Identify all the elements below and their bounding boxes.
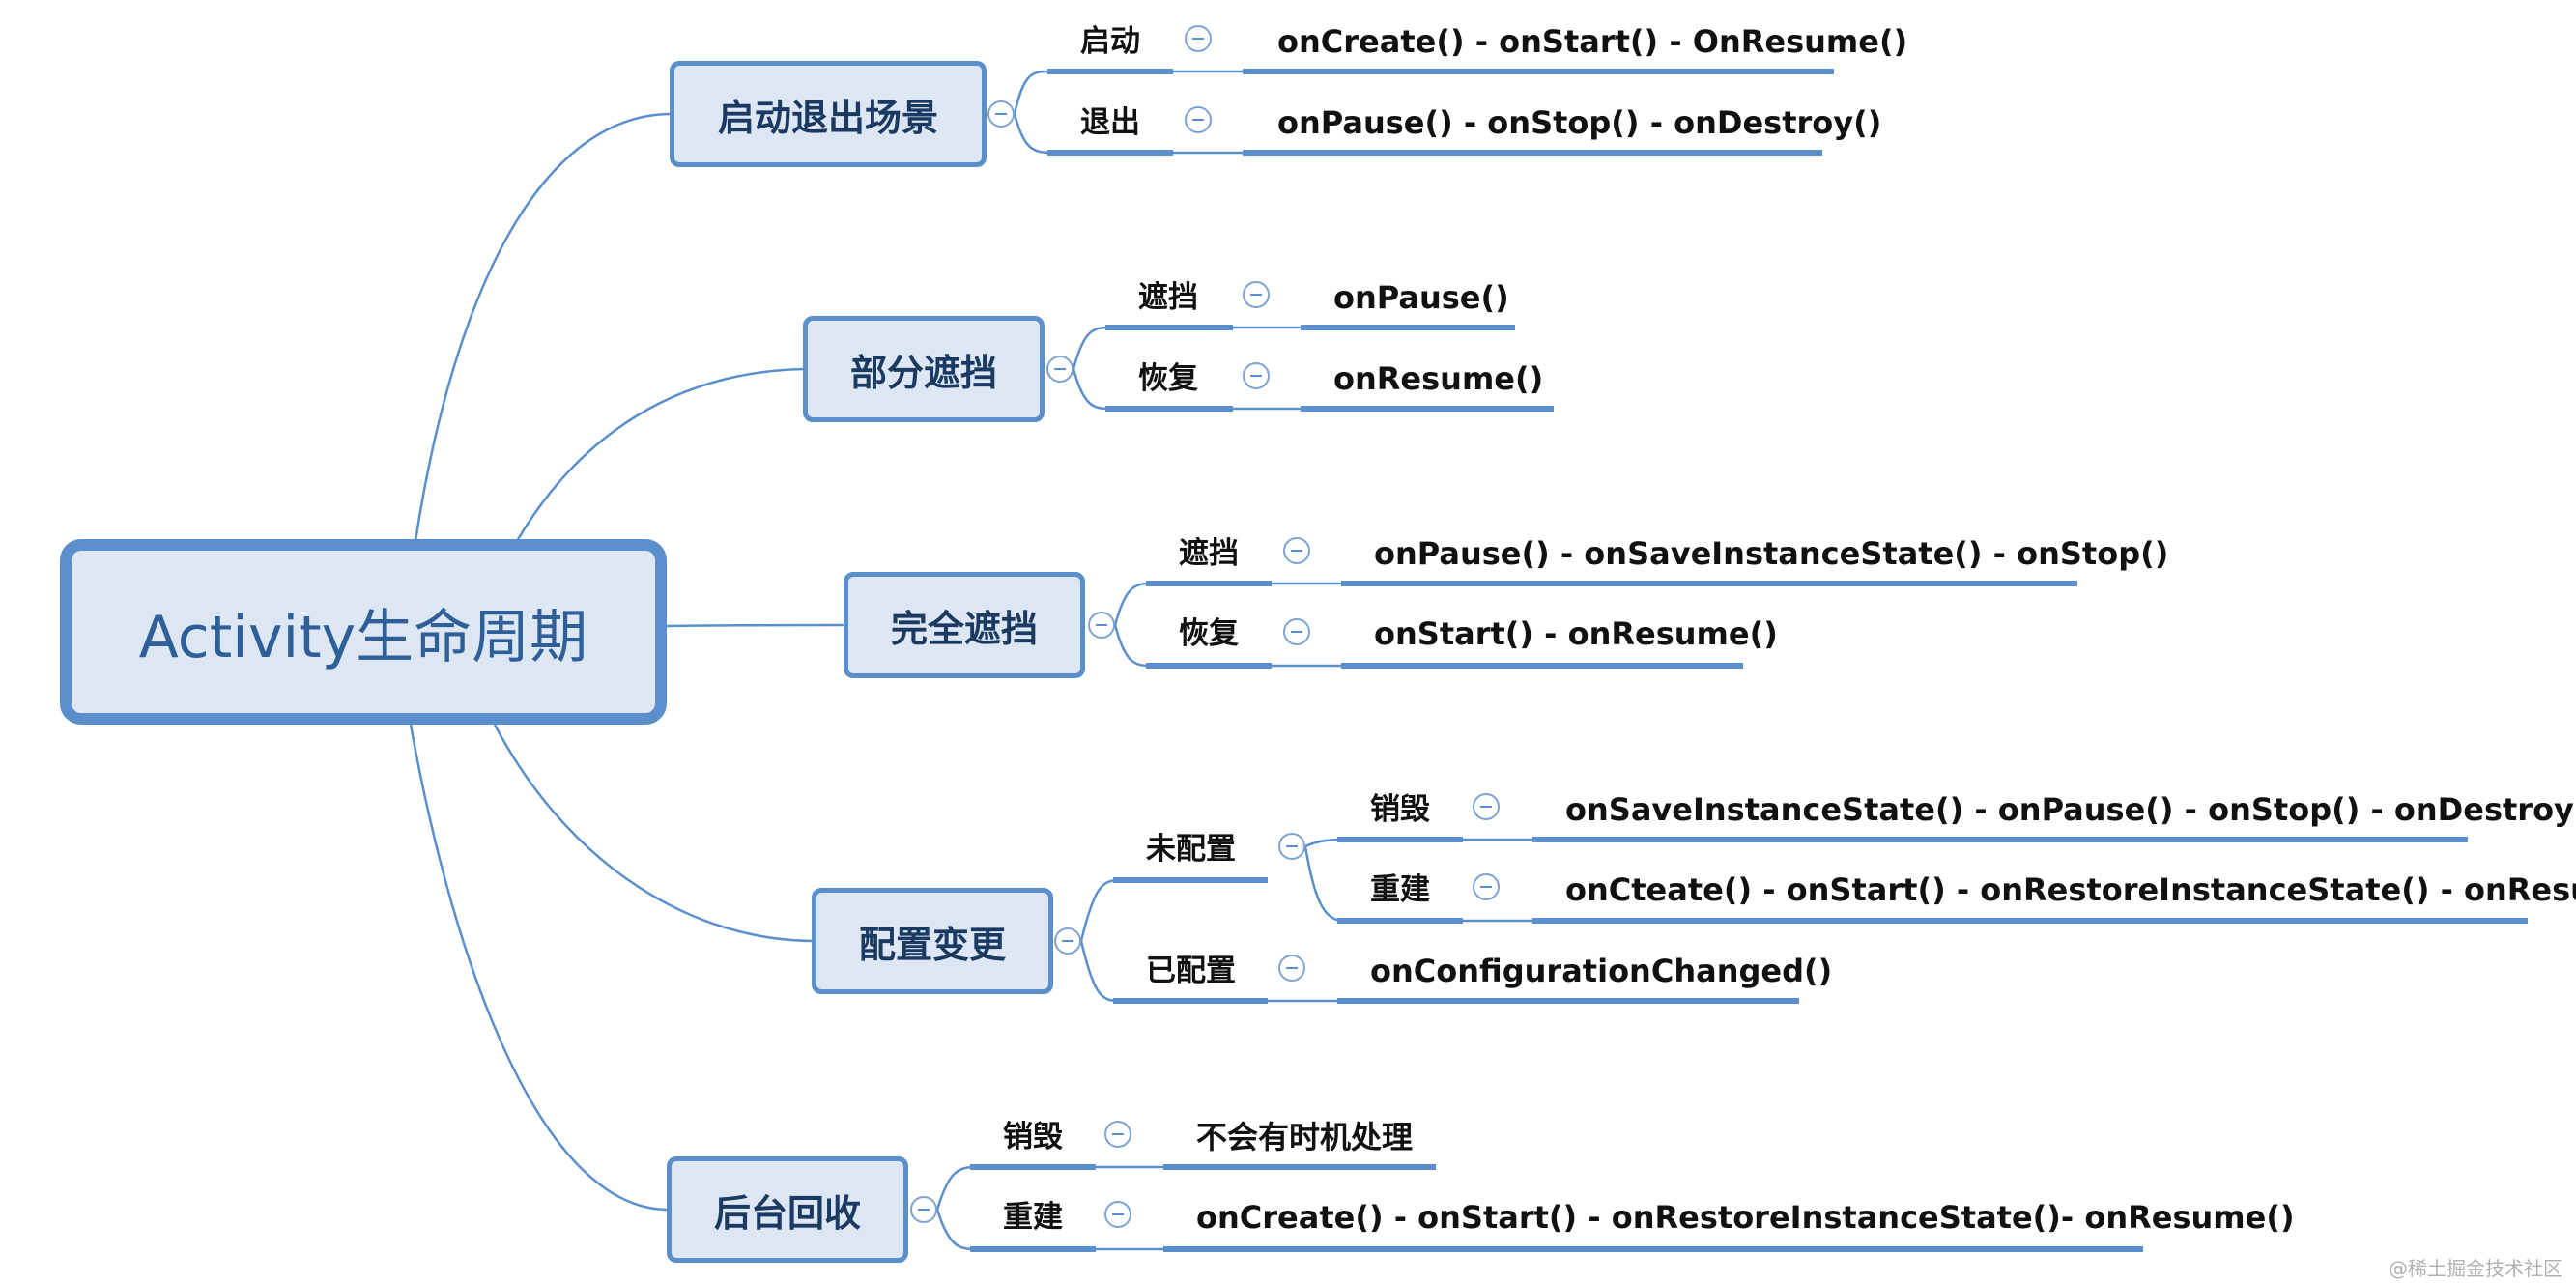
leaf-cover[interactable]: onPause() - onSaveInstanceState() - onSt… — [1374, 535, 2169, 572]
root-to-branch-4 — [493, 724, 813, 943]
leaf-underline — [1532, 918, 2528, 924]
topic-underline — [970, 1164, 1096, 1170]
leaf-underline — [1243, 69, 1834, 74]
leaf-rebuild[interactable]: onCreate() - onStart() - onRestoreInstan… — [1196, 1199, 2295, 1236]
root-to-branch-1 — [414, 112, 671, 542]
branch-3-to-topic-1 — [1113, 582, 1153, 626]
topic-underline — [1105, 406, 1233, 412]
leaf-cover[interactable]: onPause() — [1333, 279, 1509, 316]
leaf-underline — [1301, 325, 1515, 330]
leaf-underline — [1341, 663, 1743, 669]
leaf-underline — [1163, 1246, 2143, 1252]
branch-config-change[interactable]: 配置变更 — [812, 888, 1053, 994]
leaf-underline — [1532, 837, 2468, 842]
leaf-underline — [1301, 406, 1554, 412]
leaf-rebuild[interactable]: onCteate() - onStart() - onRestoreInstan… — [1565, 871, 2576, 908]
collapse-icon[interactable] — [1243, 281, 1270, 308]
collapse-icon[interactable] — [1278, 833, 1305, 860]
topic-rebuild[interactable]: 重建 — [1370, 872, 1430, 907]
branch-1-to-topic-2 — [1013, 113, 1054, 155]
branch-5-to-topic-1 — [935, 1165, 977, 1211]
collapse-icon[interactable] — [1088, 612, 1115, 639]
topic-rebuild[interactable]: 重建 — [1003, 1200, 1063, 1235]
collapse-icon[interactable] — [1473, 873, 1500, 900]
collapse-icon[interactable] — [1243, 362, 1270, 389]
branch-label: 完全遮挡 — [890, 607, 1038, 650]
topic-underline — [1146, 581, 1272, 586]
topic-underline — [1146, 663, 1272, 669]
topic-destroy[interactable]: 销毁 — [1370, 792, 1430, 827]
branch-3-to-topic-2 — [1113, 624, 1153, 668]
leaf-destroy[interactable]: onSaveInstanceState() - onPause() - onSt… — [1565, 791, 2576, 828]
branch-partial-cover[interactable]: 部分遮挡 — [803, 316, 1045, 422]
leaf-underline — [1243, 150, 1822, 156]
collapse-icon[interactable] — [987, 100, 1015, 128]
branch-4-to-topic-2 — [1079, 940, 1120, 1003]
topic-underline — [1337, 837, 1463, 842]
collapse-icon[interactable] — [1104, 1121, 1131, 1148]
branch-2-to-topic-1 — [1072, 326, 1112, 370]
leaf-restore[interactable]: onResume() — [1333, 360, 1544, 397]
leaf-underline — [1337, 998, 1799, 1004]
root-to-branch-2 — [515, 367, 804, 542]
leaf-underline — [1163, 1164, 1436, 1170]
root-node-label: Activity生命周期 — [138, 603, 588, 671]
topic-restore[interactable]: 恢复 — [1138, 361, 1198, 396]
collapse-icon[interactable] — [1046, 356, 1073, 383]
leaf-destroy[interactable]: 不会有时机处理 — [1196, 1119, 1414, 1155]
branch-label: 配置变更 — [858, 923, 1006, 966]
collapse-icon[interactable] — [1104, 1201, 1131, 1228]
topic-cover[interactable]: 遮挡 — [1138, 280, 1198, 315]
topic-underline — [1113, 877, 1268, 883]
topic-configured[interactable]: 已配置 — [1146, 954, 1236, 988]
branch-5-to-topic-2 — [935, 1209, 977, 1251]
leaf-exit[interactable]: onPause() - onStop() - onDestroy() — [1277, 104, 1882, 141]
topic-destroy[interactable]: 销毁 — [1003, 1120, 1063, 1155]
branch-1-to-topic-1 — [1013, 70, 1054, 115]
collapse-icon[interactable] — [1473, 793, 1500, 820]
root-node[interactable]: Activity生命周期 — [60, 539, 667, 725]
topic-underline — [1047, 150, 1173, 156]
branch-4-to-topic-1 — [1079, 878, 1120, 942]
topic-restore[interactable]: 恢复 — [1179, 616, 1239, 651]
leaf-restore[interactable]: onStart() - onResume() — [1374, 615, 1778, 652]
branch-full-cover[interactable]: 完全遮挡 — [844, 572, 1085, 678]
topic-underline — [1337, 918, 1463, 924]
root-to-branch-3 — [666, 623, 844, 628]
branch-background-recycle[interactable]: 后台回收 — [667, 1156, 908, 1263]
topic-underline — [1047, 69, 1173, 74]
topic-not-configured[interactable]: 未配置 — [1146, 832, 1236, 867]
collapse-icon[interactable] — [1283, 618, 1310, 645]
branch-2-to-topic-2 — [1072, 368, 1112, 411]
branch-startup-exit[interactable]: 启动退出场景 — [670, 61, 987, 167]
topic-underline — [970, 1246, 1096, 1252]
collapse-icon[interactable] — [1054, 927, 1081, 955]
topic-underline — [1113, 998, 1268, 1004]
root-to-branch-5 — [409, 724, 668, 1212]
topic-startup[interactable]: 启动 — [1080, 24, 1140, 59]
topic-underline — [1105, 325, 1233, 330]
topic-cover[interactable]: 遮挡 — [1179, 536, 1239, 571]
collapse-icon[interactable] — [1185, 25, 1212, 52]
leaf-underline — [1341, 581, 2077, 586]
leaf-configured[interactable]: onConfigurationChanged() — [1370, 953, 1833, 989]
sub-to-rebuild — [1303, 845, 1344, 923]
watermark: @稀土掘金技术社区 — [2389, 1257, 2562, 1280]
collapse-icon[interactable] — [1283, 537, 1310, 564]
collapse-icon[interactable] — [1278, 955, 1305, 982]
branch-label: 部分遮挡 — [849, 351, 997, 394]
collapse-icon[interactable] — [910, 1196, 937, 1223]
leaf-startup[interactable]: onCreate() - onStart() - OnResume() — [1277, 23, 1908, 60]
branch-label: 后台回收 — [713, 1191, 861, 1235]
branch-label: 启动退出场景 — [717, 96, 938, 139]
collapse-icon[interactable] — [1185, 106, 1212, 133]
topic-exit[interactable]: 退出 — [1080, 105, 1140, 140]
